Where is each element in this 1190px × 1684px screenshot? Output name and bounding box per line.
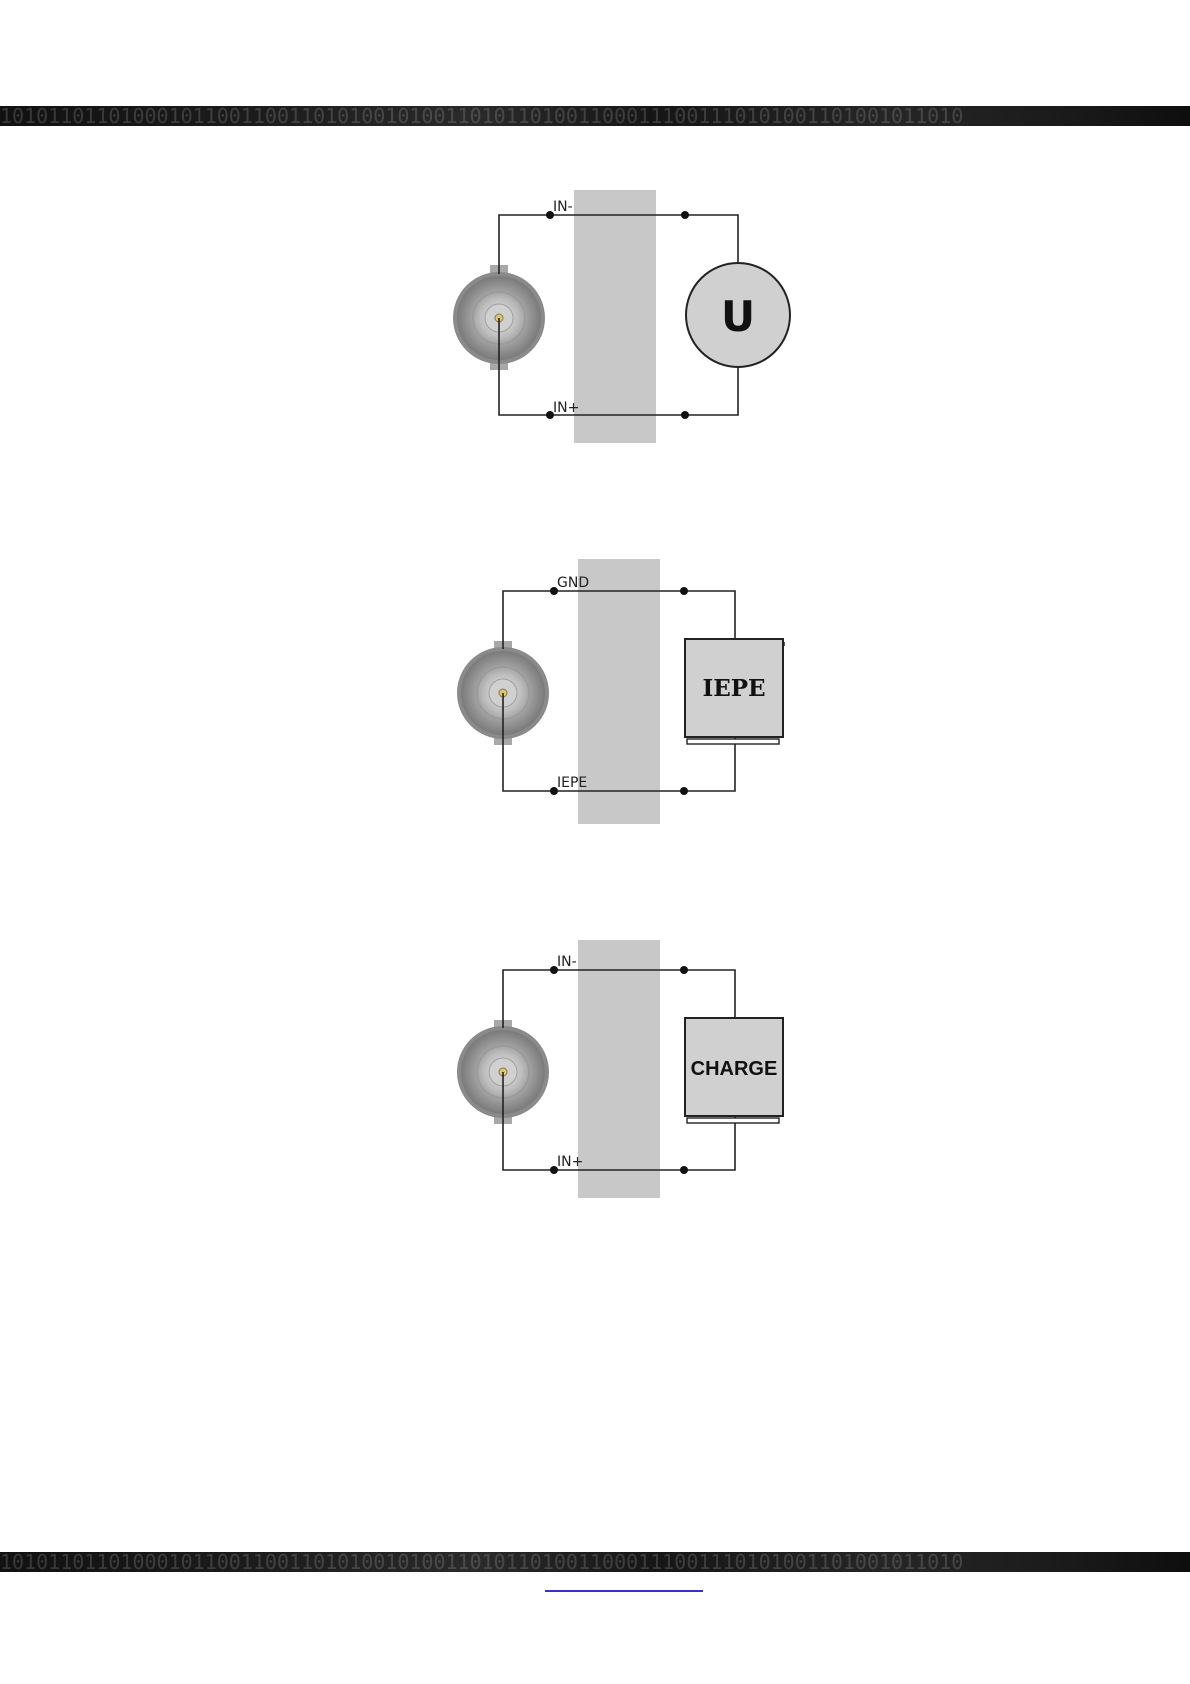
- pin-label-bottom: IEPE: [557, 775, 587, 791]
- pin-label-top: IN-: [553, 199, 573, 215]
- terminal-barrier: [574, 190, 656, 443]
- voltage-wiring-diagram: IN- IN+ U: [440, 185, 800, 455]
- charge-sensor-icon: CHARGE: [685, 1018, 783, 1123]
- voltage-source-icon: U: [686, 263, 790, 367]
- device-label: CHARGE: [691, 1058, 778, 1080]
- header-binary-band: 1010110110100010110011001101010010100110…: [0, 106, 1190, 126]
- iepe-sensor-icon: IEPE: [685, 639, 785, 744]
- pin-label-top: IN-: [557, 954, 577, 970]
- pin-label-top: GND: [557, 575, 589, 591]
- terminal-barrier: [578, 940, 660, 1198]
- pin-label-bottom: IN+: [557, 1154, 583, 1170]
- header-band-text: 1010110110100010110011001101010010100110…: [0, 106, 963, 126]
- charge-wiring-diagram: IN- IN+ CHARGE: [440, 933, 800, 1203]
- iepe-wiring-diagram: GND IEPE IEPE: [440, 553, 800, 823]
- footer-binary-band: 1010110110100010110011001101010010100110…: [0, 1552, 1190, 1572]
- device-label: IEPE: [702, 675, 765, 702]
- footer-link-underline[interactable]: [545, 1590, 703, 1592]
- terminal-barrier: [578, 559, 660, 824]
- footer-band-text: 1010110110100010110011001101010010100110…: [0, 1552, 963, 1572]
- device-label: U: [721, 292, 755, 341]
- pin-label-bottom: IN+: [553, 400, 579, 416]
